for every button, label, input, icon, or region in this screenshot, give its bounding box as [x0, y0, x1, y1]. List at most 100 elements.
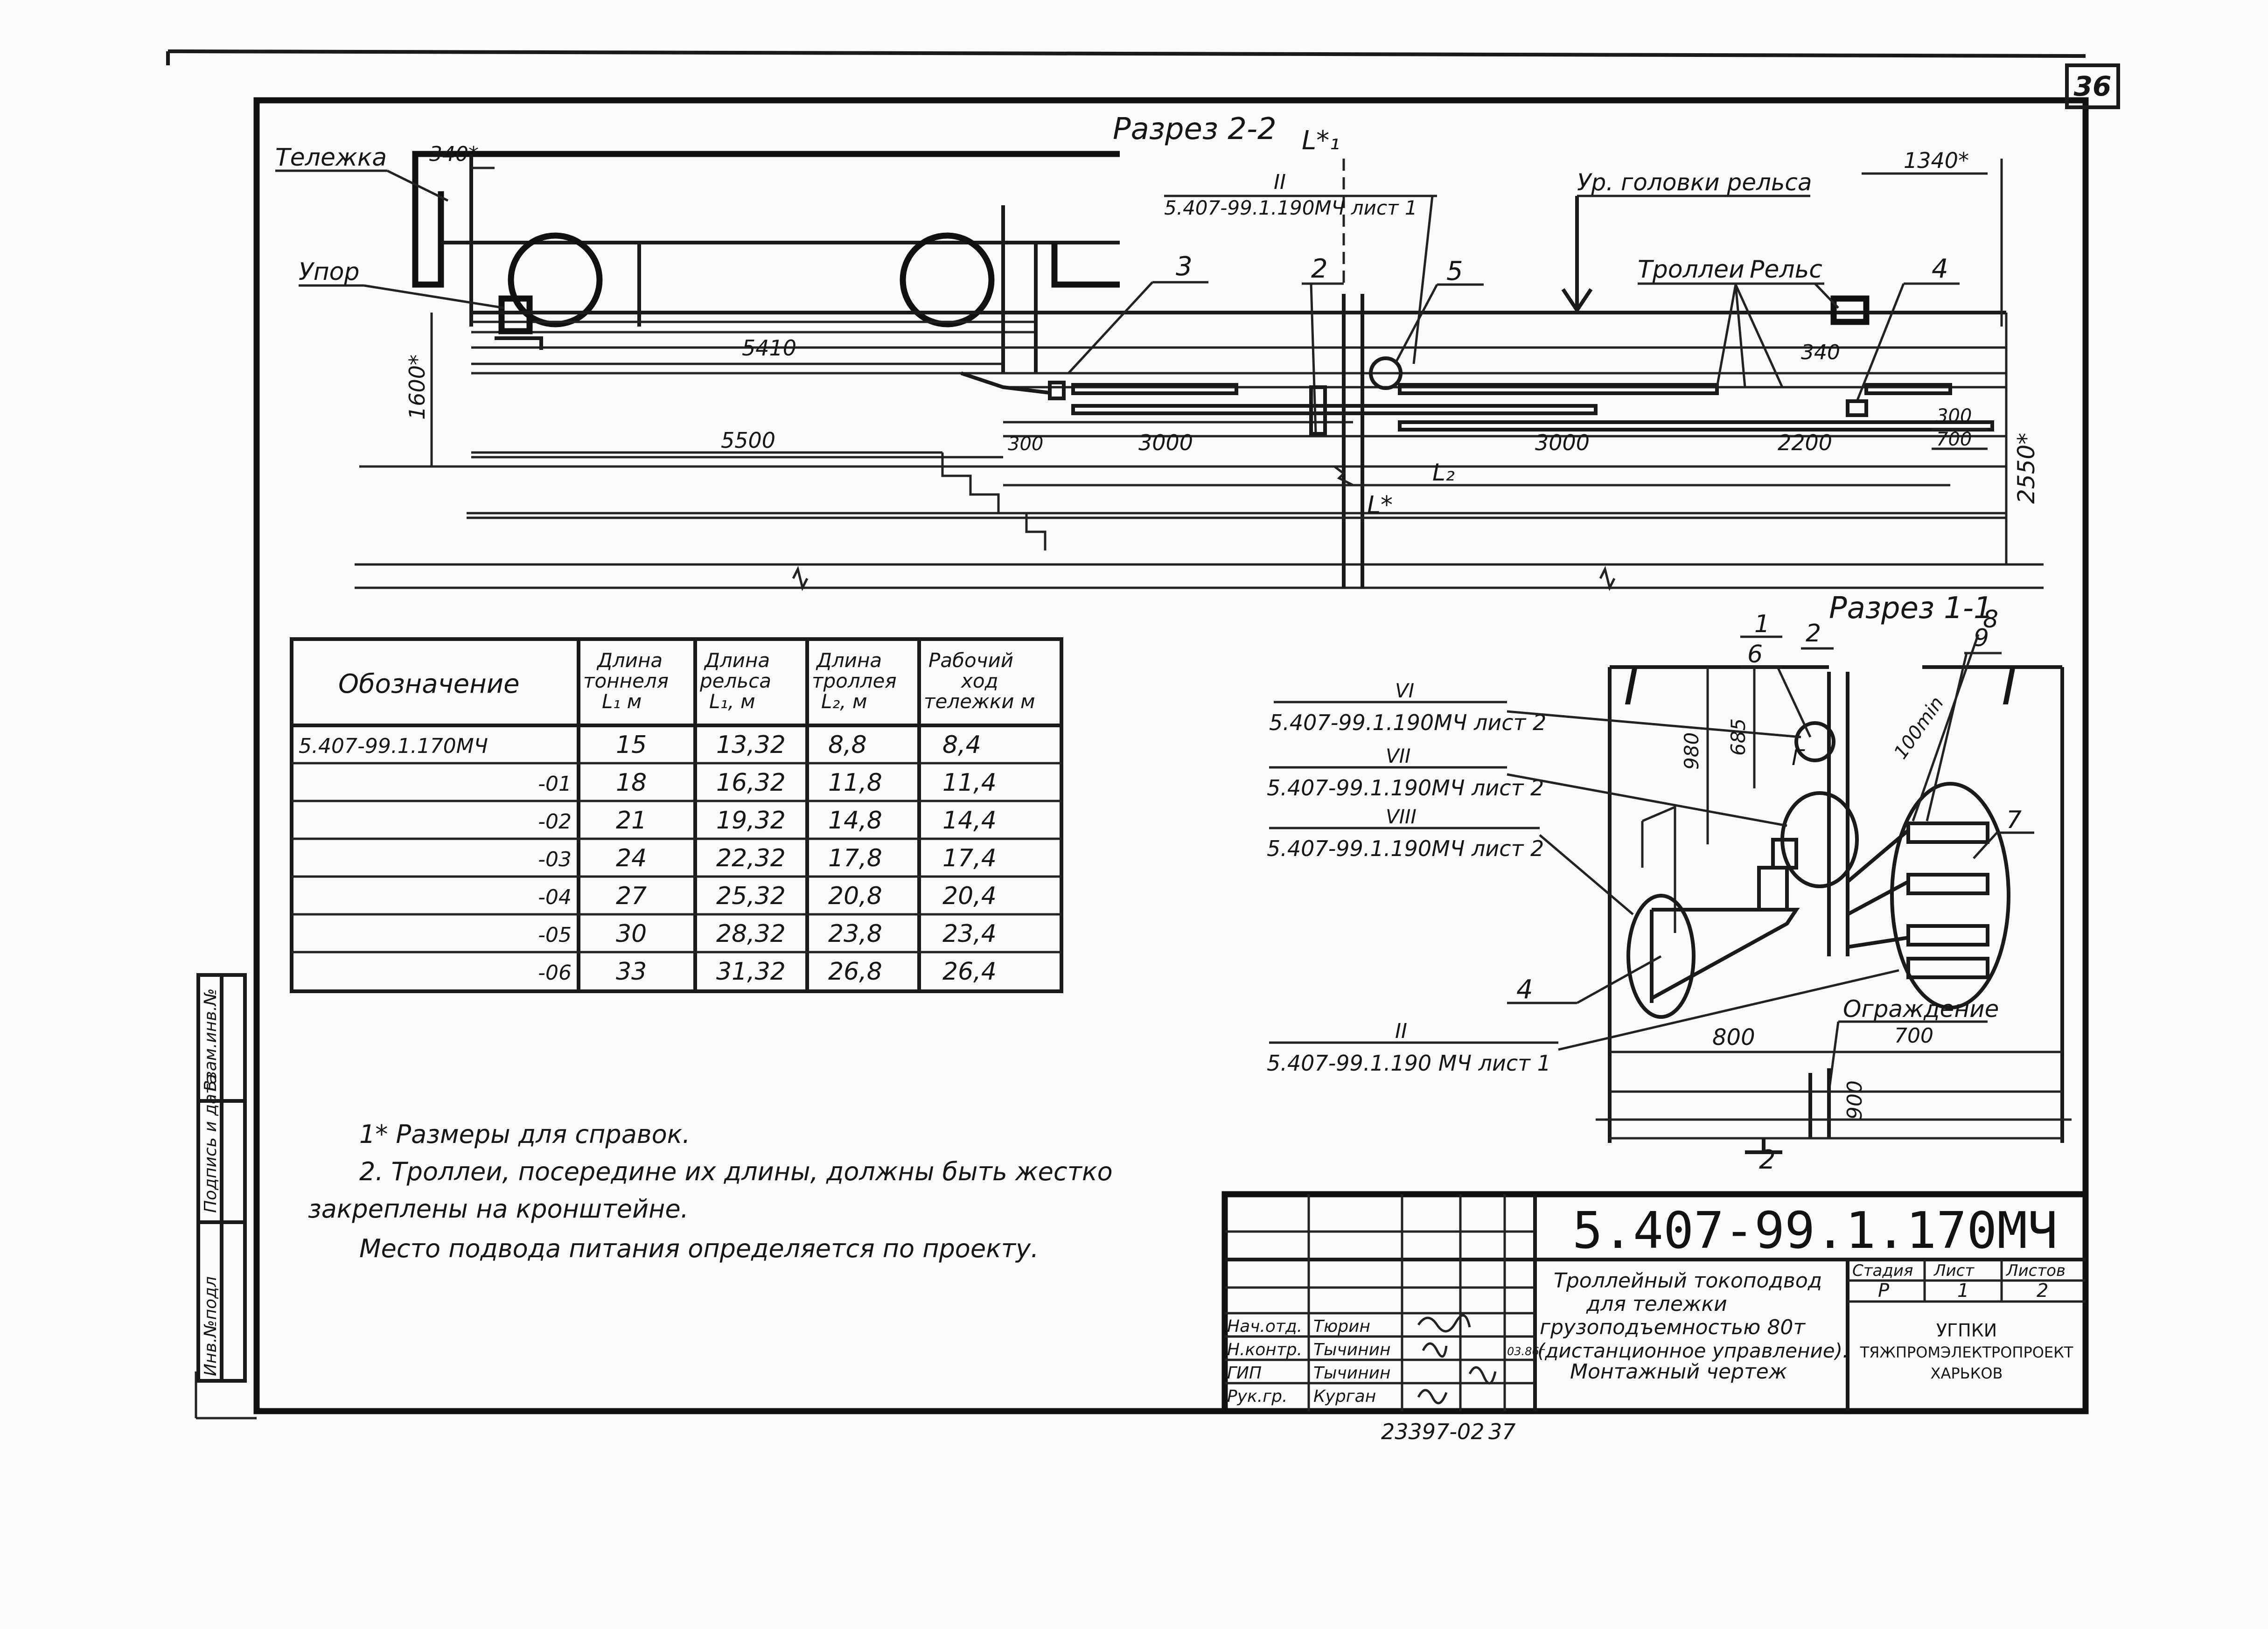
trolley-insulators — [1846, 782, 2010, 1009]
table-cell-designation: -05 — [538, 923, 572, 947]
table-cell-value: 24 — [616, 844, 647, 872]
table-cell-value: 18 — [616, 769, 647, 797]
tunnel-floor-steps — [355, 451, 2044, 592]
note-2: 2. Троллеи, посередине их длины, должны … — [359, 1157, 1113, 1186]
callout-2-section-1: 2 — [1806, 620, 1821, 647]
table-cell-value: 11,8 — [828, 769, 882, 797]
label-rail-head-level: Ур. головки рельса — [1577, 169, 1812, 196]
callout-8: 8 — [1983, 606, 1998, 634]
ref-II-doc-bottom: 5.407-99.1.190 МЧ лист 1 — [1267, 1051, 1551, 1076]
trolley-cart — [412, 151, 1120, 373]
title-line-2: для тележки — [1586, 1292, 1727, 1316]
label-trolley-cart: Тележка — [275, 144, 387, 172]
detail-5-circle — [1369, 356, 1403, 390]
ref-VI-number: VI — [1395, 679, 1414, 702]
table-cell-designation: 5.407-99.1.170МЧ — [299, 734, 488, 758]
callout-4-section-1: 4 — [1516, 975, 1533, 1005]
drawing-designation: 5.407-99.1.170МЧ — [1572, 1202, 2058, 1260]
table-cell-designation: -01 — [538, 772, 572, 796]
dim-700-right: 700 — [1936, 429, 1972, 450]
dim-5410: 5410 — [742, 335, 796, 361]
dim-980: 980 — [1680, 732, 1703, 770]
signer-role-4: Рук.гр. — [1227, 1387, 1287, 1406]
section-2-2-title: Разрез 2-2 — [1113, 112, 1277, 146]
table-cell-value: 20,4 — [942, 882, 997, 910]
label-fence: Ограждение — [1843, 996, 1999, 1023]
dim-700-section-1: 700 — [1894, 1024, 1933, 1048]
table-cell-value: 11,4 — [942, 769, 997, 797]
archive-number-2: 37 — [1488, 1419, 1516, 1444]
cart-wheel-left — [508, 232, 603, 327]
dim-3000-left: 3000 — [1138, 430, 1193, 455]
dim-1340-star: 1340* — [1904, 148, 1969, 173]
signer-name-3: Тычинин — [1313, 1364, 1391, 1383]
title-line-4: (дистанционное управление). — [1537, 1339, 1849, 1362]
detail-VI-circle — [1794, 721, 1835, 762]
label-stop: Упор — [299, 258, 360, 286]
table-cell-value: 23,8 — [828, 920, 882, 948]
section-2-2: Разрез 2-2 Упор Тележка 340* — [275, 112, 2044, 592]
left-bracket — [1626, 838, 1800, 1019]
table-cell-value: 22,32 — [716, 844, 786, 872]
ref-VII-number: VII — [1386, 745, 1411, 767]
dim-1600-star: 1600* — [405, 355, 430, 420]
label-L2: L₂ — [1432, 459, 1455, 486]
dim-900: 900 — [1843, 1080, 1867, 1120]
signer-role-1: Нач.отд. — [1227, 1317, 1302, 1336]
detail-II-ellipse — [1626, 894, 1696, 1019]
title-line-5: Монтажный чертеж — [1570, 1360, 1787, 1384]
ref-II-doc-top: 5.407-99.1.190МЧ лист 1 — [1164, 196, 1417, 219]
i-beam-right: I — [2002, 657, 2017, 717]
rail-head — [1830, 295, 1870, 325]
signer-name-1: Тюрин — [1313, 1317, 1370, 1336]
insulator — [1906, 957, 1989, 979]
ref-II-number-top: II — [1274, 170, 1286, 194]
table-cell-value: 17,4 — [942, 844, 997, 872]
table-cell-value: 14,4 — [942, 807, 997, 835]
table-cell-value: 23,4 — [942, 920, 997, 948]
title-line-3: грузоподъемностью 80т — [1540, 1316, 1806, 1339]
sheets-value: 2 — [2037, 1280, 2048, 1302]
dim-2550-star: 2550* — [2013, 433, 2040, 504]
rail-and-track-lines — [471, 311, 2006, 438]
callout-7: 7 — [2006, 806, 2022, 834]
insulator — [1906, 821, 1989, 844]
label-L-star: L* — [1367, 491, 1393, 519]
sheet-value: 1 — [1957, 1280, 1969, 1302]
sheet-number: 36 — [2074, 70, 2112, 102]
table-cell-designation: -02 — [538, 810, 572, 834]
signer-name-4: Курган — [1313, 1387, 1376, 1406]
dim-340-star-left: 340* — [429, 142, 479, 166]
table-cell-value: 20,8 — [828, 882, 882, 910]
title-line-1: Троллейный токоподвод — [1554, 1269, 1822, 1293]
date-mark: 03.86г — [1507, 1345, 1545, 1358]
table-cell-value: 26,8 — [828, 958, 882, 986]
ref-VIII-number: VIII — [1386, 805, 1417, 828]
section-mark-2-bottom: 2 — [1759, 1145, 1776, 1175]
signature-4 — [1417, 1389, 1448, 1405]
table-cell-value: 30 — [616, 920, 647, 948]
section-1-1-title: Разрез 1-1 — [1829, 591, 1993, 626]
table-cell-value: 13,32 — [716, 731, 786, 759]
cart-wheel-right — [900, 232, 995, 327]
callout-6: 6 — [1747, 640, 1763, 668]
table-cell-designation: -03 — [538, 848, 572, 871]
note-2-cont: закреплены на кронштейне. — [308, 1194, 689, 1224]
org-line-1: УГПКИ — [1936, 1320, 1997, 1341]
dim-2200: 2200 — [1778, 430, 1832, 455]
stamp-replacement-inv: Взам.инв.№ — [201, 988, 220, 1092]
dim-100min: 100min — [1890, 693, 1948, 763]
dim-685: 685 — [1727, 718, 1750, 756]
sheets-header: Листов — [2005, 1261, 2066, 1280]
signature-3 — [1468, 1366, 1497, 1385]
ref-II-number-bottom: II — [1395, 1019, 1407, 1043]
dim-300-right: 300 — [1936, 405, 1972, 427]
sheet-header: Лист — [1933, 1261, 1975, 1280]
callout-4-top: 4 — [1932, 254, 1948, 284]
stamp-inventory-number: Инв.№подл — [201, 1276, 220, 1376]
label-trolley: Троллеи — [1638, 256, 1745, 284]
